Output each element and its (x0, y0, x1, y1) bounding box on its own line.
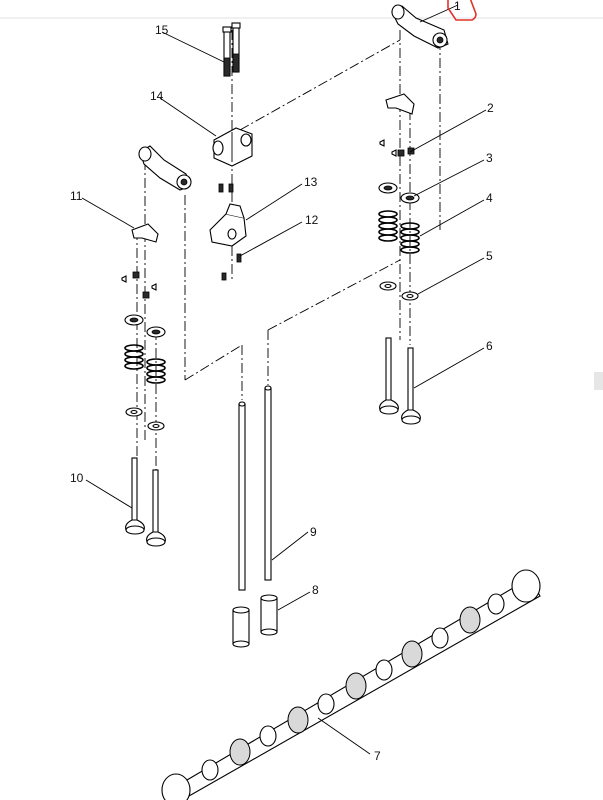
callout-11: 11 (70, 189, 83, 203)
left-spring-retainers (124, 314, 166, 338)
rocker-arm-left (138, 145, 192, 191)
part-3-spring-retainer (378, 182, 420, 204)
callout-labels: 1 2 3 4 5 6 7 8 9 10 11 12 13 14 15 (70, 0, 494, 763)
callout-8: 8 (312, 583, 319, 597)
callout-4: 4 (486, 191, 493, 205)
part-14-rocker-shaft-bracket (212, 127, 253, 167)
callout-6: 6 (486, 339, 493, 353)
leader-lines (81, 4, 487, 755)
left-washers (125, 407, 165, 431)
callout-14: 14 (150, 89, 164, 103)
part-15-bolts (222, 22, 241, 77)
callout-7: 7 (374, 749, 381, 763)
highlight-callout-box (447, 0, 477, 21)
callout-1: 1 (454, 0, 461, 13)
callout-9: 9 (310, 525, 317, 539)
part-6-valves (379, 337, 421, 425)
callout-13: 13 (304, 175, 318, 189)
centerlines (136, 30, 441, 470)
part-9-push-rods (238, 385, 272, 591)
callout-12: 12 (305, 213, 319, 227)
part-1-rocker-arm (391, 4, 449, 49)
callout-10: 10 (70, 471, 84, 485)
part-13-support-block (209, 183, 247, 281)
part-10-valves-left (125, 457, 166, 547)
callout-3: 3 (486, 151, 493, 165)
part-12-pin (236, 253, 242, 263)
part-2-valve-bridge (379, 93, 415, 157)
scrollbar-thumb[interactable] (594, 372, 603, 390)
part-5-washers (379, 281, 419, 301)
part-7-camshaft (161, 569, 541, 800)
callout-5: 5 (486, 249, 493, 263)
left-keepers (121, 271, 157, 299)
part-8-tappets (232, 594, 278, 648)
callout-15: 15 (155, 23, 169, 37)
left-valve-springs (124, 344, 166, 384)
part-11-valve-bridge-left (131, 223, 159, 243)
part-4-valve-springs (378, 210, 420, 254)
callout-2: 2 (487, 101, 494, 115)
